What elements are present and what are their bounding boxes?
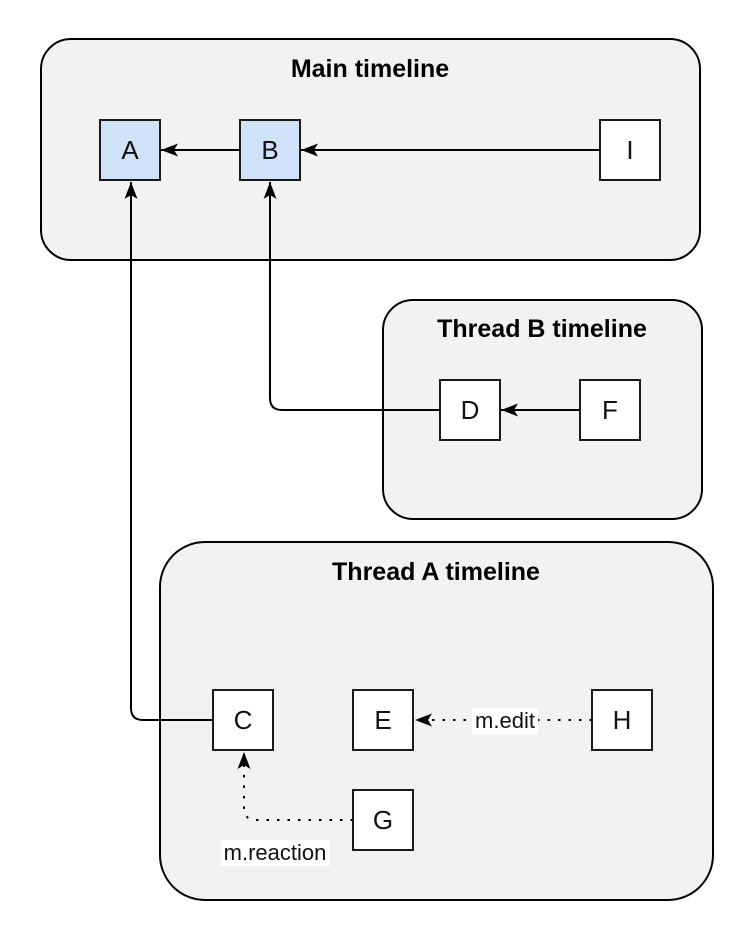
event-node-c-box	[212, 689, 274, 751]
event-node-h-box	[591, 689, 653, 751]
edge-label-m-reaction: m.reaction	[220, 840, 330, 866]
event-node-b: B	[239, 119, 301, 181]
event-node-g: G	[352, 789, 414, 851]
event-node-f-box	[579, 379, 641, 441]
event-node-a: A	[99, 119, 161, 181]
event-node-b-label: B	[261, 135, 278, 165]
event-node-h-label: H	[613, 705, 632, 735]
event-node-a-box	[99, 119, 161, 181]
event-node-d: D	[439, 379, 501, 441]
edge-g-to-c-dotted	[237, 752, 353, 821]
edge-label-m-edit: m.edit	[472, 708, 538, 734]
event-node-g-box	[352, 789, 414, 851]
event-node-d-box	[439, 379, 501, 441]
event-node-h: H	[591, 689, 653, 751]
event-node-a-label: A	[121, 135, 139, 165]
main-timeline-title: Main timeline	[291, 55, 449, 83]
event-node-e-box	[352, 689, 414, 751]
event-node-i: I	[599, 119, 661, 181]
edge-d-to-b	[263, 182, 440, 411]
event-node-c: C	[212, 689, 274, 751]
event-node-c-label: C	[234, 705, 253, 735]
thread-a-timeline-title: Thread A timeline	[332, 558, 540, 586]
event-node-i-label: I	[626, 135, 633, 165]
edge-c-to-a	[124, 182, 213, 721]
event-node-f: F	[579, 379, 641, 441]
event-node-d-label: D	[461, 395, 480, 425]
event-node-b-box	[239, 119, 301, 181]
thread-b-timeline-title: Thread B timeline	[437, 315, 647, 343]
event-node-g-label: G	[373, 805, 393, 835]
event-node-f-label: F	[602, 395, 618, 425]
event-node-e-label: E	[374, 705, 391, 735]
event-node-e: E	[352, 689, 414, 751]
event-node-i-box	[599, 119, 661, 181]
